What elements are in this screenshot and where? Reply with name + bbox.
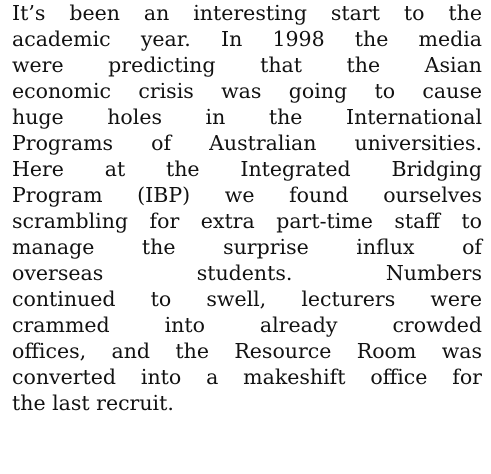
paragraph-line: the last recruit.: [12, 391, 174, 415]
paragraph-line: were predicting that the Asian: [12, 53, 482, 77]
paragraph-line: converted into a makeshift office for: [12, 365, 482, 389]
document-page: It’s been an interesting start to the ac…: [12, 0, 482, 474]
paragraph-line: huge holes in the International: [12, 105, 482, 129]
paragraph-line: Programs of Australian universities.: [12, 131, 482, 155]
paragraph-line: scrambling for extra part-time staff to: [12, 209, 482, 233]
paragraph-line: Program (IBP) we found ourselves: [12, 183, 482, 207]
paragraph-line: continued to swell, lecturers were: [12, 287, 482, 311]
paragraph-line: offices, and the Resource Room was: [12, 339, 482, 363]
paragraph-line: manage the surprise influx of: [12, 235, 482, 259]
paragraph-line: crammed into already crowded: [12, 313, 482, 337]
paragraph-line: Here at the Integrated Bridging: [12, 157, 482, 181]
paragraph-line: economic crisis was going to cause: [12, 79, 482, 103]
paragraph-line: It’s been an interesting start to the: [12, 1, 482, 25]
body-paragraph: It’s been an interesting start to the ac…: [12, 0, 482, 416]
paragraph-line: overseas students. Numbers: [12, 261, 482, 285]
paragraph-line: academic year. In 1998 the media: [12, 27, 482, 51]
